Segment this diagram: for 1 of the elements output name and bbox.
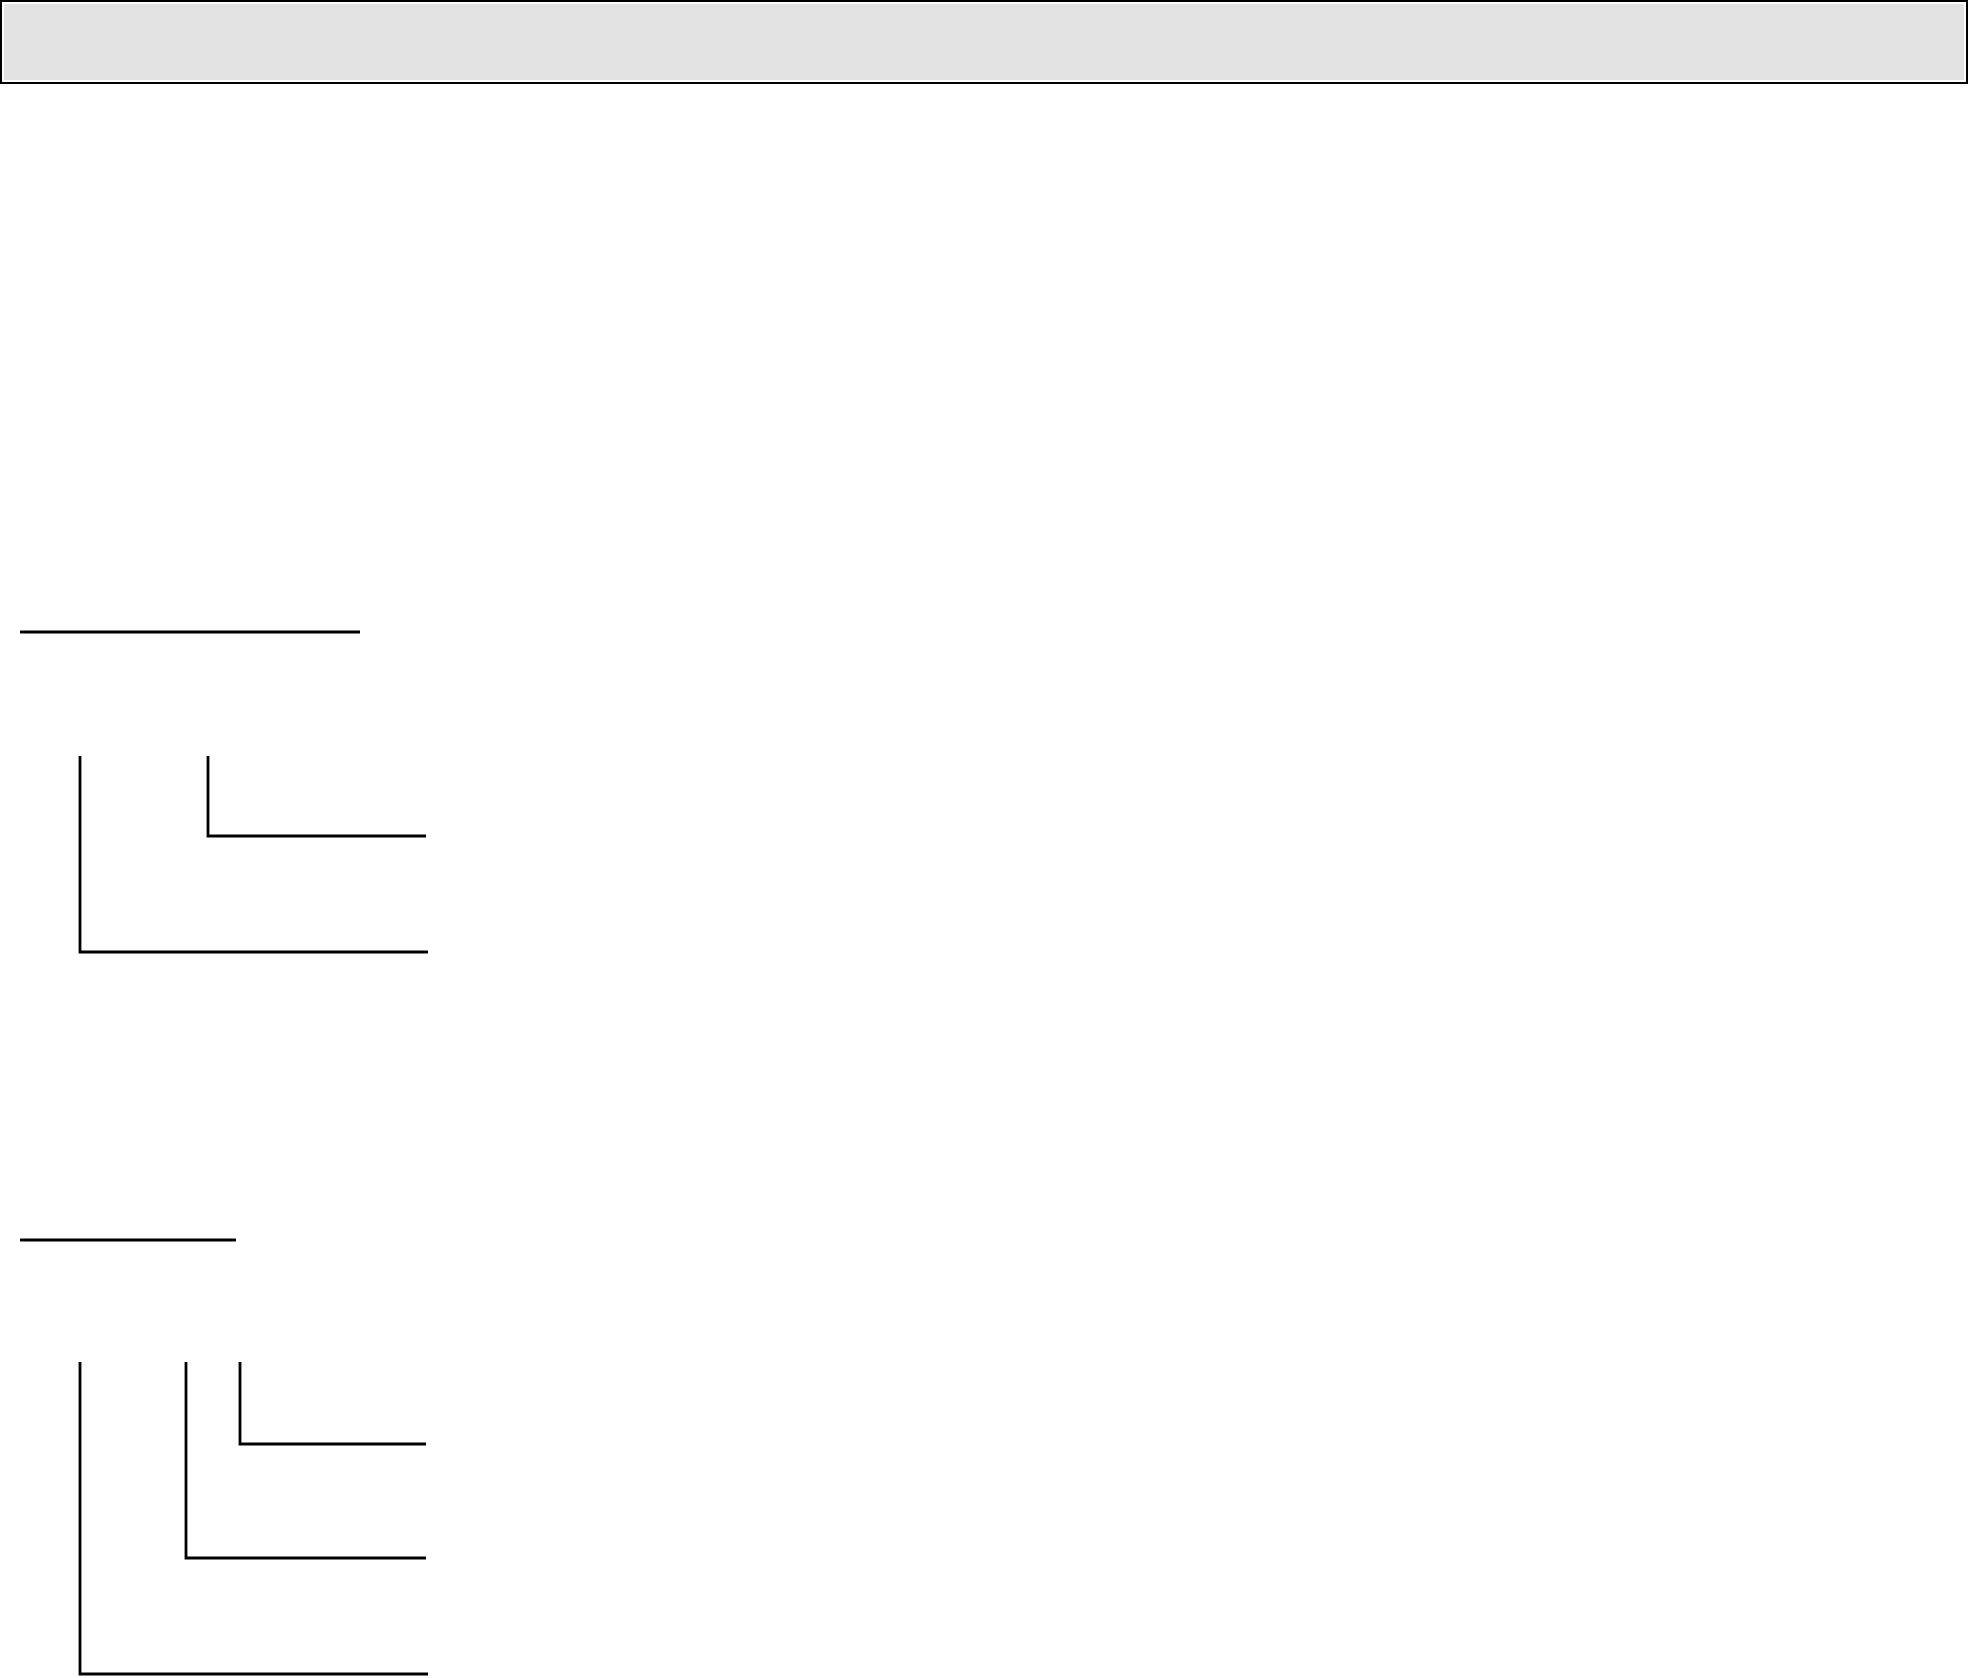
- header-bar: [0, 0, 1968, 84]
